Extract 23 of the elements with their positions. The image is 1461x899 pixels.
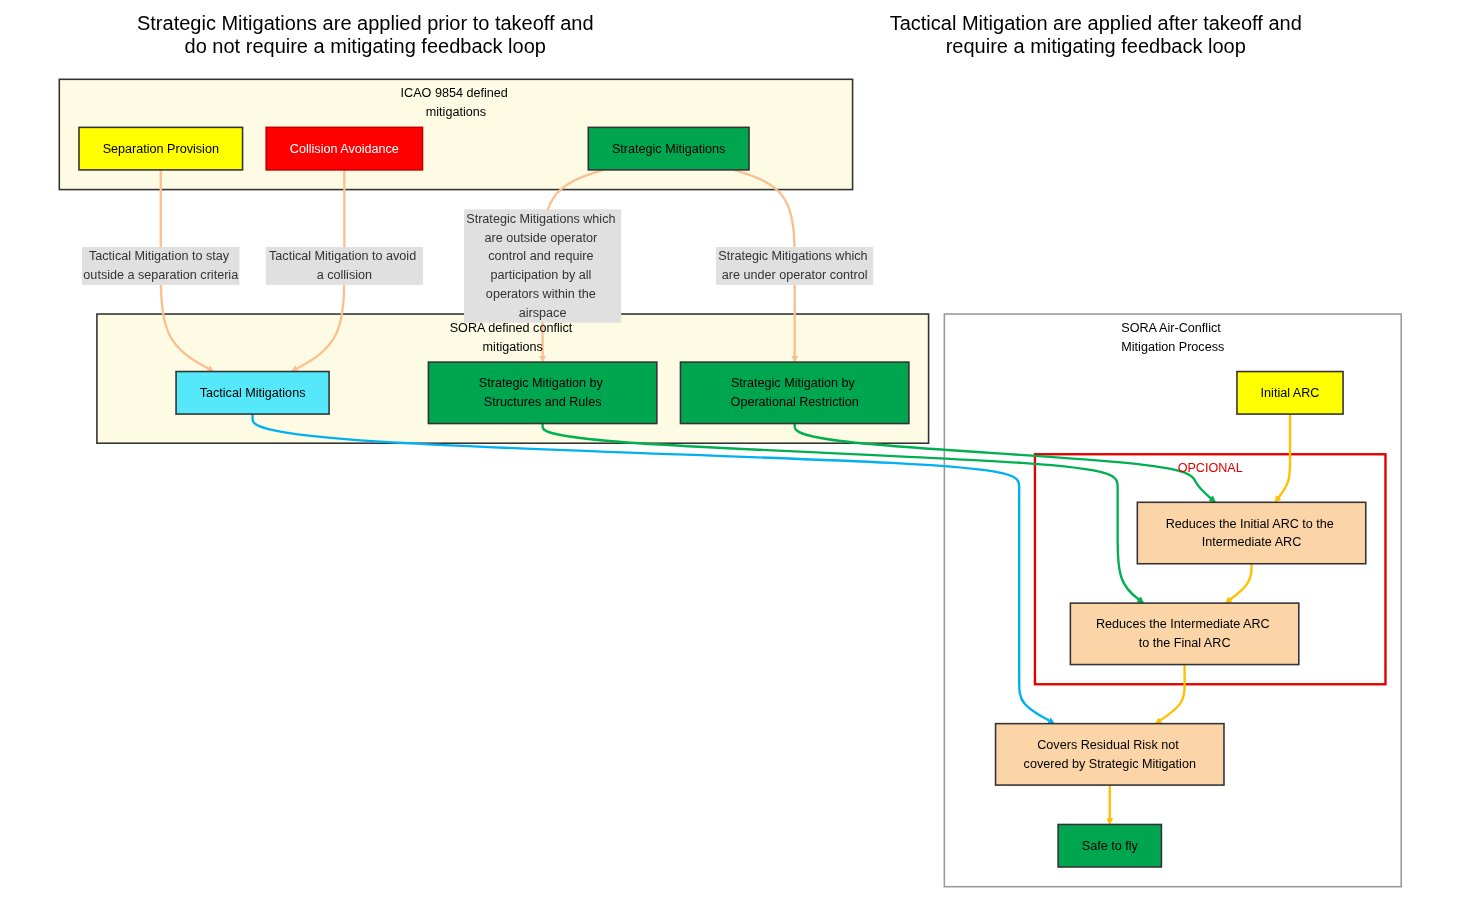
arrow <box>1225 563 1253 603</box>
edge-label: Tactical Mitigation to stay outside a separation criteria <box>83 248 239 282</box>
node-box: Initial ARC <box>1236 370 1345 415</box>
node-box: Strategic Mitigation by Structures and Rules <box>427 360 658 424</box>
node-box: Strategic Mitigations <box>587 126 751 171</box>
edge-label: Strategic Mitigations which are under operator control <box>718 248 868 282</box>
node-box: Tactical Mitigations <box>175 370 331 415</box>
node-box: Strategic Mitigation by Operational Restriction <box>679 360 910 424</box>
node-box: Safe to fly <box>1057 823 1163 868</box>
arrow <box>1106 784 1114 825</box>
heading-note: Tactical Mitigation are applied after takeoff and require a mitigating feedback loop <box>888 12 1303 58</box>
heading-note: Strategic Mitigations are applied prior to takeoff and do not require a mitigating feedback loop <box>135 12 595 58</box>
node-box: Reduces the Intermediate ARC to the Final ARC <box>1069 601 1300 665</box>
arrow <box>1274 413 1292 503</box>
node-box: Collision Avoidance <box>265 126 424 171</box>
arrow <box>251 413 1056 724</box>
edge-label: Tactical Mitigation to avoid a collision <box>269 248 417 282</box>
node-box: Separation Provision <box>78 126 244 171</box>
arrow <box>793 423 1217 503</box>
arrow <box>1155 664 1186 724</box>
node-box: Reduces the Initial ARC to the Intermediate ARC <box>1136 501 1367 565</box>
node-box: Covers Residual Risk not covered by Strategic Mitigation <box>995 722 1225 786</box>
arrow <box>541 422 1145 603</box>
